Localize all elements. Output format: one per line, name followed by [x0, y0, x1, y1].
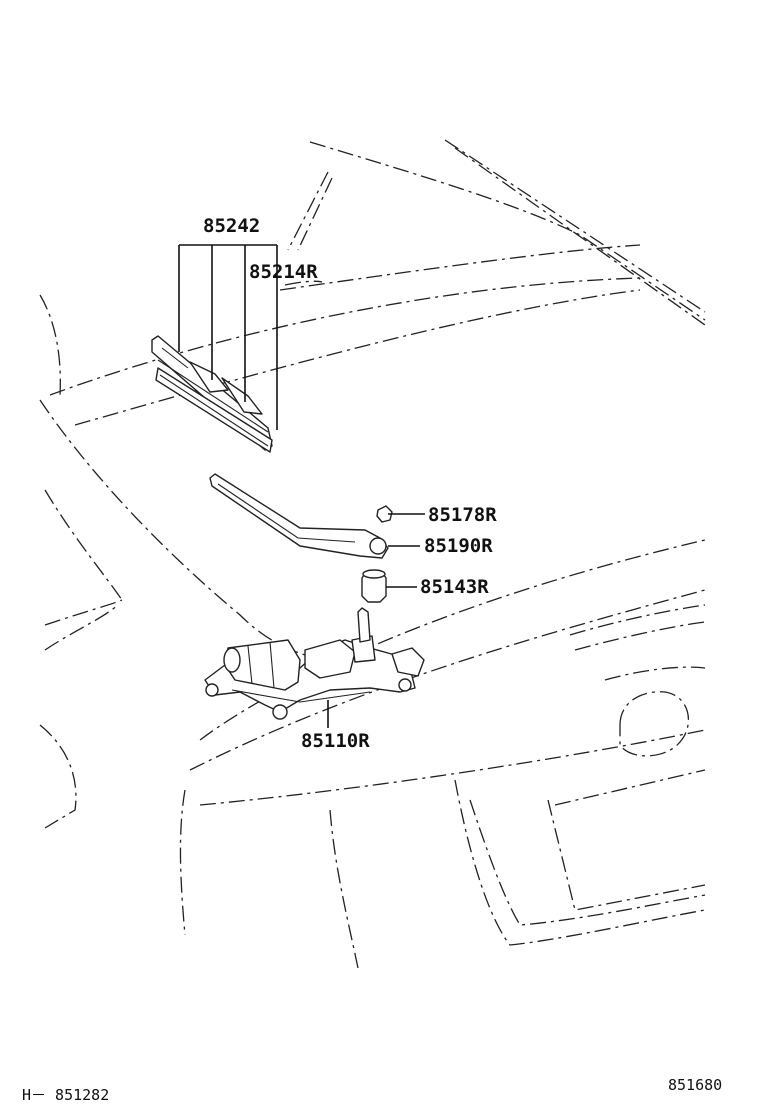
cap [361, 569, 387, 603]
part-labels: 85242 85214R 85178R 85190R 85143R 85110R [203, 215, 497, 752]
nut [376, 505, 393, 523]
label-85178R: 85178R [428, 504, 497, 526]
label-85143R: 85143R [420, 576, 489, 598]
leader-lines [178, 244, 425, 728]
footer-left-code: H－ 851282 [22, 1086, 109, 1104]
wiper-blade [151, 335, 273, 453]
label-85242: 85242 [203, 215, 260, 237]
vehicle-body-outline [39, 139, 706, 969]
label-85110R: 85110R [301, 730, 370, 752]
label-85214R: 85214R [249, 261, 318, 283]
wiper-arm [209, 473, 389, 559]
wiper-motor-assembly [204, 607, 425, 720]
label-85190R: 85190R [424, 535, 493, 557]
footer-right-code: 851680 [668, 1076, 722, 1094]
